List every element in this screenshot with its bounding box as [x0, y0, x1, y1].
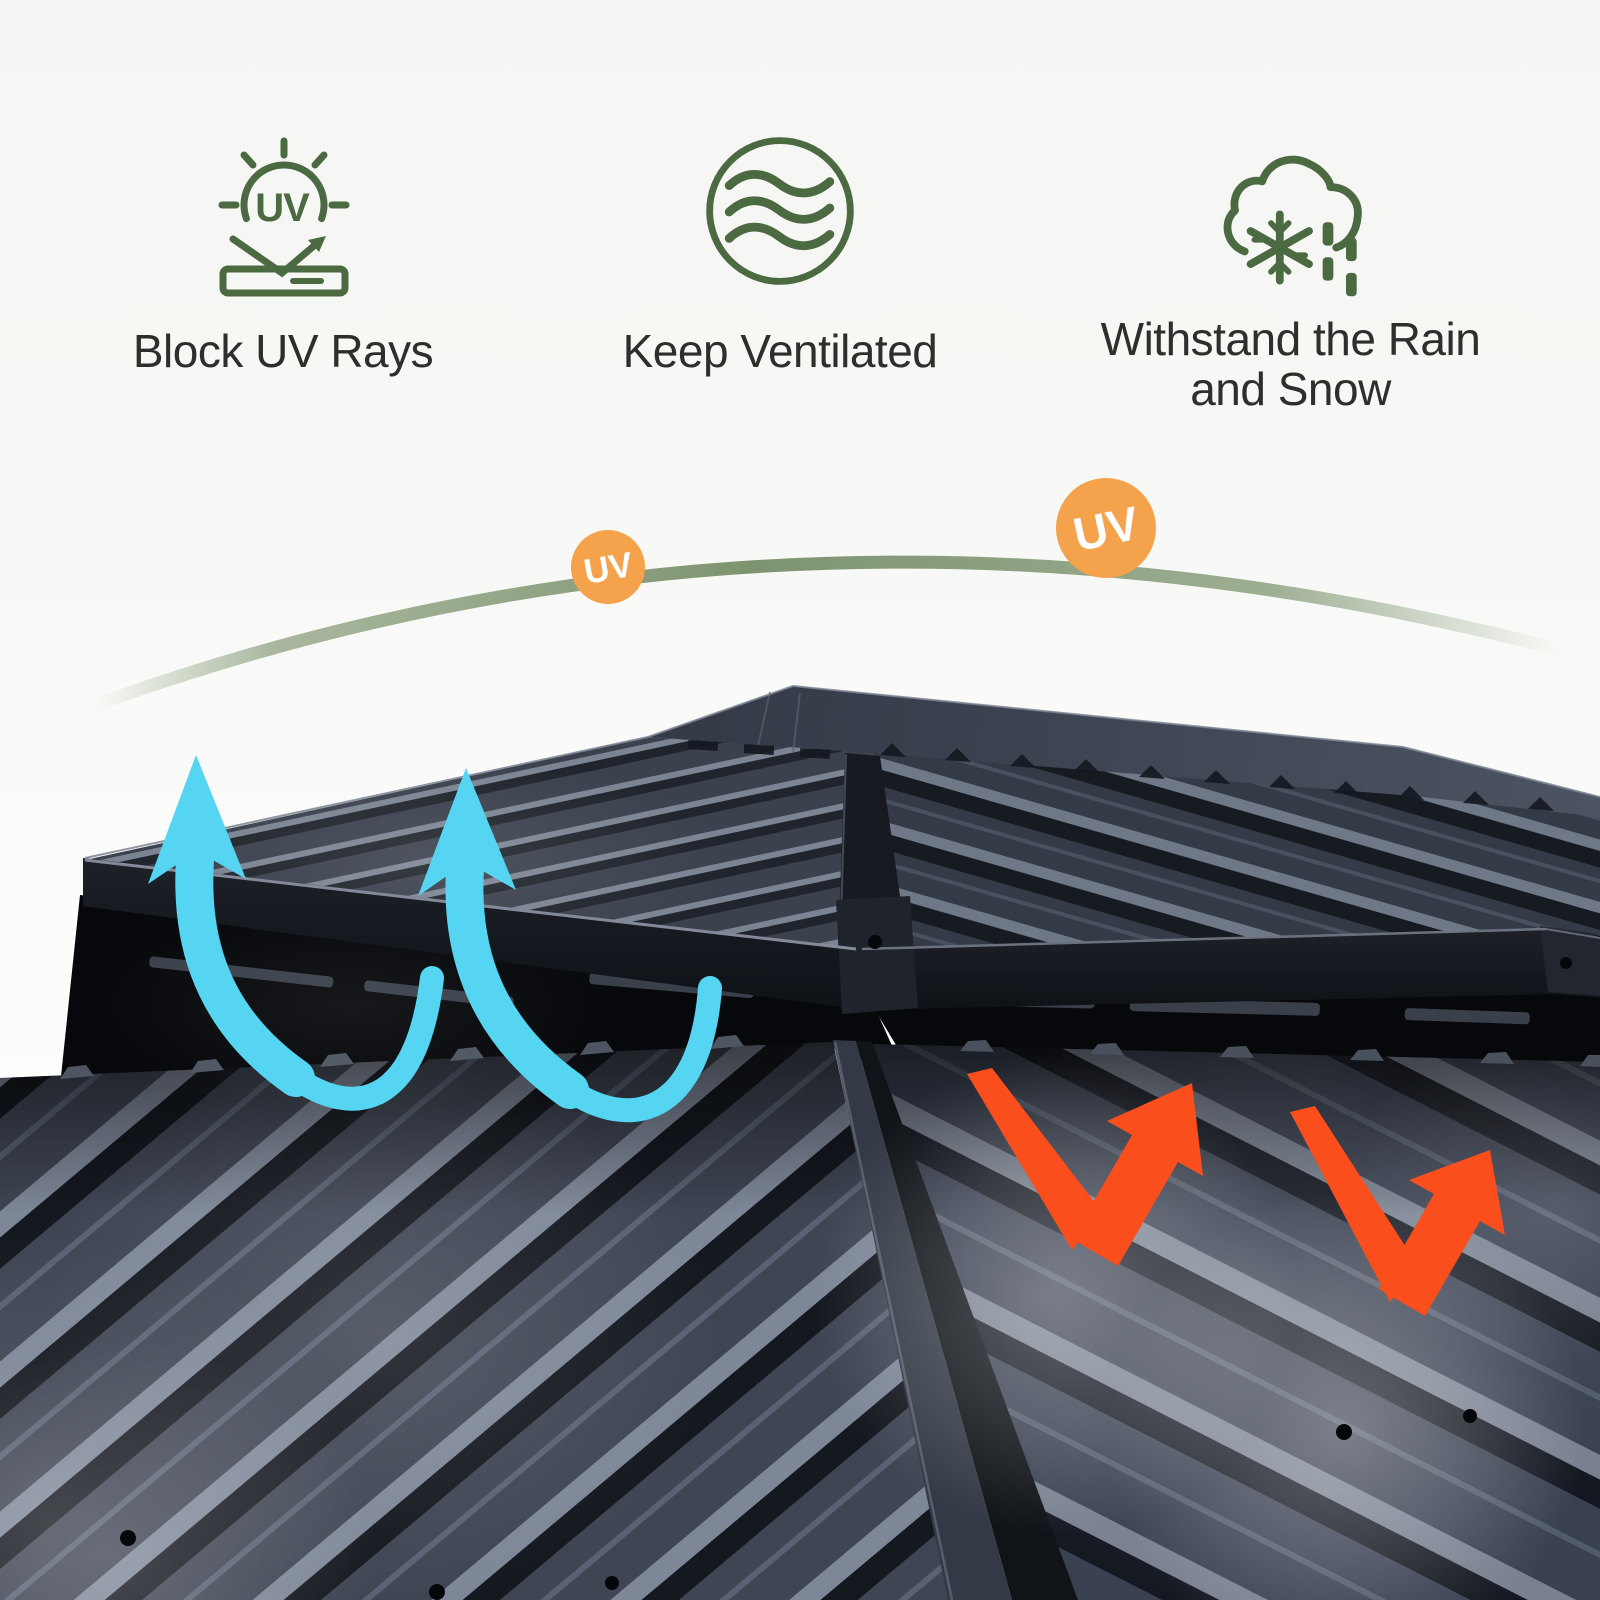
uv-badge-small-circle [571, 530, 645, 604]
surface-panel [219, 265, 349, 297]
air-waves-icon [694, 122, 866, 300]
uv-badge-large-circle [1056, 478, 1156, 578]
rain-dashes [1322, 221, 1357, 296]
gazebo-roof [0, 684, 1600, 1600]
uv-sun-reflect-icon: UV [195, 122, 371, 300]
roof-screws [120, 935, 1572, 1600]
bounce-arrowhead [308, 236, 326, 252]
air-waves [724, 169, 835, 251]
upper-roof-right-face [862, 752, 1600, 950]
uv-badge-large: UV [1056, 478, 1156, 578]
feature-label: Keep Ventilated [622, 325, 938, 377]
vent-arrow-left-head [148, 755, 246, 884]
feature-keep-ventilated: Keep Ventilated [560, 122, 1000, 376]
sun-arc [240, 161, 328, 223]
uv-ray-in-1 [967, 1068, 1102, 1250]
feature-withstand-rain-snow: Withstand the Rain and Snow [1038, 122, 1543, 414]
uv-ray-out-arrow-1 [1072, 1083, 1203, 1266]
feature-label: Block UV Rays [132, 325, 434, 377]
uv-ray-out-arrow-2 [1379, 1150, 1505, 1316]
cap-edge-teeth [687, 739, 1554, 811]
feature-block-uv-rays: UV Block UV Rays [63, 122, 503, 376]
snowflake [1246, 210, 1313, 285]
cloud-outline [1223, 155, 1362, 255]
sun-rays [218, 137, 350, 209]
roof-apex-cap [648, 686, 1600, 817]
vent-arrow-left-stem [175, 819, 315, 1097]
vent-circle [706, 137, 854, 285]
vent-arrow-right-hook [558, 976, 722, 1123]
uv-arc [88, 555, 1567, 712]
vent-arrow-right-head [418, 768, 516, 896]
uv-badge-small: UV [571, 530, 645, 604]
uv-bounce-glows [815, 1055, 1585, 1600]
feature-label-line1: Withstand the Rain [1100, 313, 1481, 365]
corner-bracket-front [836, 896, 918, 1014]
bounce-ray [229, 235, 319, 278]
ventilation-arrows [148, 755, 722, 1123]
uv-badge-small-text: UV [581, 545, 636, 592]
icon-uv-label: UV [255, 186, 310, 230]
vent-arrow-right-stem [445, 827, 589, 1109]
feature-label: Withstand the Rain and Snow [1101, 314, 1481, 414]
cloud-snow-rain-icon [1198, 122, 1383, 300]
vent-arrow-left-hook [284, 966, 444, 1111]
feature-label-line2: and Snow [1190, 363, 1391, 415]
uv-ray-in-2 [1290, 1106, 1418, 1302]
uv-reflect-arrows [967, 1068, 1505, 1316]
